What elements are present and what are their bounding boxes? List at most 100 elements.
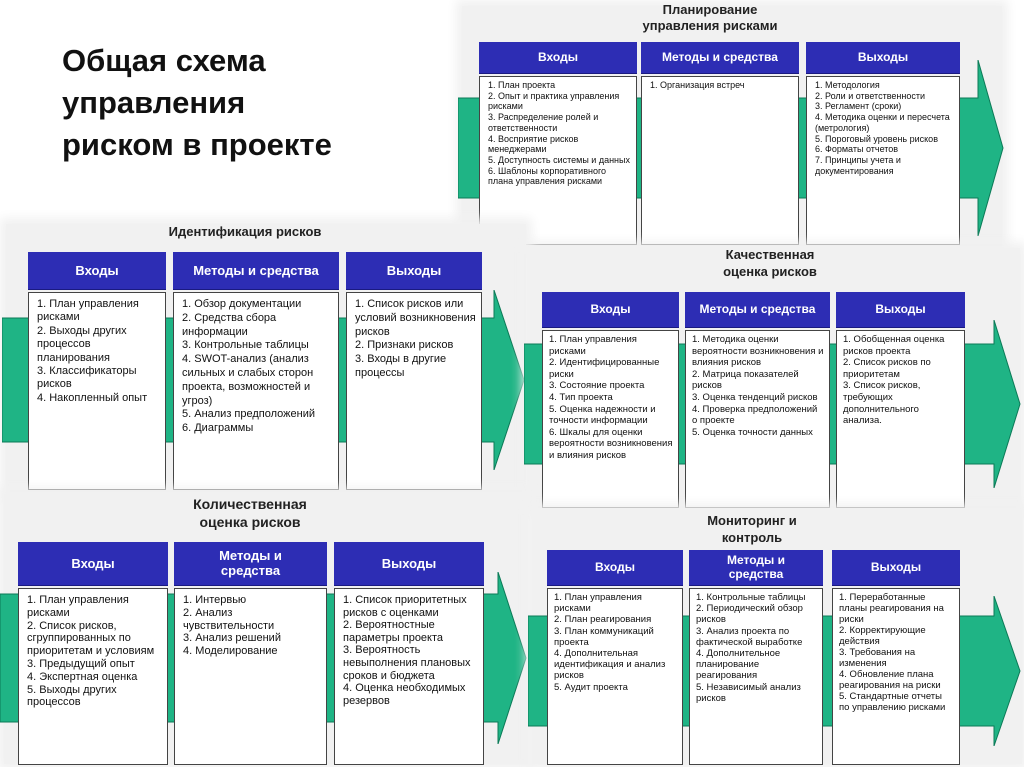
list-item: 1. План проекта [488, 80, 556, 90]
list-item: 5. Стандартные отчеты по управлению риск… [839, 691, 946, 713]
list-item: 3. Регламент (сроки) [815, 101, 902, 112]
list-item: 7. Принципы учета и документирования [815, 154, 901, 176]
list-item: 5. Анализ предположений [182, 408, 315, 421]
quantitative-outputs-list: 1. Список приоритетных рисков с оценками… [334, 588, 484, 765]
identification-outputs-list: 1. Список рисков или условий возникновен… [346, 292, 482, 490]
planning-outputs-header: Выходы [806, 42, 960, 74]
list-item: 2. Периодический обзор рисков [696, 603, 803, 626]
identification-methods-header: Методы и средства [173, 252, 339, 290]
planning-title: Планирование управления рисками [642, 2, 778, 33]
list-item: 2. Средства сбора информации [182, 311, 277, 338]
list-item: 2. Матрица показателей рисков [692, 368, 799, 392]
list-item: 2. Роли и ответственности [815, 90, 925, 101]
list-item: 4. Восприятие рисков менеджерами [488, 133, 579, 155]
list-item: 6. Диаграммы [182, 422, 254, 435]
list-item: 5. Пороговый уровень рисков [815, 133, 938, 144]
monitoring-outputs-list: 1. Переработанные планы реагирования на … [832, 588, 960, 765]
list-item: 1. Обзор документации [182, 298, 302, 310]
monitoring-methods: Методы и средства 1. Контрольные таблицы… [689, 550, 823, 765]
planning-methods-header: Методы и средства [641, 42, 799, 74]
monitoring-inputs-header: Входы [547, 550, 683, 586]
list-item: 1. Список рисков или условий возникновен… [355, 298, 476, 338]
list-item: 1. План управления рисками [549, 334, 637, 357]
list-item: 5. Выходы других процессов [27, 683, 117, 709]
list-item: 1. Обобщенная оценка рисков проекта [843, 334, 945, 357]
list-item: 4. SWOT-анализ (анализ сильных и слабых … [182, 353, 314, 407]
list-item: 2. Идентифицированные риски [549, 357, 660, 380]
qualitative-outputs-header: Выходы [836, 292, 965, 328]
list-item: 2. Выходы других процессов планирования [37, 324, 127, 364]
list-item: 2. Вероятностные параметры проекта [343, 619, 444, 644]
list-item: 3. Требования на изменения [839, 647, 916, 669]
qualitative-methods-header: Методы и средства [685, 292, 830, 328]
list-item: 1. Интервью [183, 594, 247, 606]
list-item: 3. Контрольные таблицы [182, 339, 309, 352]
list-item: 4. Моделирование [183, 645, 278, 658]
quantitative-title: Количественная оценка рисков [193, 496, 307, 530]
quantitative-outputs-header: Выходы [334, 542, 484, 586]
planning-methods: Методы и средства 1. Организация встреч [641, 42, 799, 245]
list-item: 5. Оценка точности данных [692, 426, 813, 438]
list-item: 2. Опыт и практика управления рисками [488, 90, 620, 112]
monitoring-title: Мониторинг и контроль [707, 513, 797, 545]
list-item: 3. План коммуникаций проекта [554, 625, 654, 648]
list-item: 4. Накопленный опыт [37, 391, 148, 404]
list-item: 1. План управления рисками [27, 594, 129, 619]
list-item: 4. Дополнительная идентификация и анализ… [554, 648, 666, 682]
list-item: 6. Шкалы для оценки вероятности возникно… [549, 426, 673, 461]
list-item: 2. План реагирования [554, 614, 652, 626]
list-item: 3. Анализ решений [183, 632, 281, 645]
list-item: 1. Организация встреч [650, 80, 745, 90]
page-title: Общая схема управления риском в проекте [62, 43, 332, 162]
list-item: 4. Методика оценки и пересчета (метролог… [815, 112, 950, 133]
list-item: 4. Дополнительное планирование реагирова… [696, 648, 781, 682]
qualitative-outputs: Выходы 1. Обобщенная оценка рисков проек… [836, 292, 965, 508]
list-item: 3. Оценка тенденций рисков [692, 391, 818, 403]
planning-methods-list: 1. Организация встреч [641, 76, 799, 245]
list-item: 3. Входы в другие процессы [355, 353, 447, 379]
list-item: 1. Методика оценки вероятности возникнов… [692, 334, 824, 369]
quantitative-inputs-header: Входы [18, 542, 168, 586]
list-item: 1. Список приоритетных рисков с оценками [343, 594, 467, 619]
list-item: 5. Аудит проекта [554, 681, 628, 693]
identification-outputs: Выходы 1. Список рисков или условий возн… [346, 252, 482, 490]
list-item: 3. Состояние проекта [549, 380, 645, 392]
list-item: 4. Обновление плана реагирования на риск… [839, 669, 941, 691]
list-item: 1. Контрольные таблицы [696, 592, 806, 603]
list-item: 2. Анализ чувствительности [183, 606, 275, 632]
qualitative-methods-list: 1. Методика оценки вероятности возникнов… [685, 330, 830, 508]
list-item: 5. Оценка надежности и точности информац… [549, 403, 656, 427]
list-item: 2. Список рисков по приоритетам [843, 357, 931, 380]
list-item: 5. Независимый анализ рисков [696, 681, 801, 704]
qualitative-inputs-header: Входы [542, 292, 679, 328]
identification-inputs-header: Входы [28, 252, 166, 290]
list-item: 3. Анализ проекта по фактической выработ… [696, 625, 803, 648]
list-item: 3. Вероятность невыполнения плановых сро… [343, 644, 471, 682]
list-item: 1. План управления рисками [554, 592, 642, 615]
list-item: 2. Признаки рисков [355, 339, 454, 352]
list-item: 3. Список рисков, требующих дополнительн… [843, 380, 921, 427]
identification-title: Идентификация рисков [168, 224, 322, 239]
list-item: 5. Доступность системы и данных [488, 154, 630, 165]
monitoring-methods-header: Методы и средства [689, 550, 823, 586]
quantitative-outputs: Выходы 1. Список приоритетных рисков с о… [334, 542, 484, 765]
list-item: 3. Классификаторы рисков [37, 365, 137, 391]
planning-inputs-header: Входы [479, 42, 637, 74]
qualitative-methods: Методы и средства 1. Методика оценки вер… [685, 292, 830, 508]
list-item: 2. Список рисков, сгруппированных по при… [27, 619, 155, 658]
list-item: 1. План управления рисками [37, 298, 139, 324]
